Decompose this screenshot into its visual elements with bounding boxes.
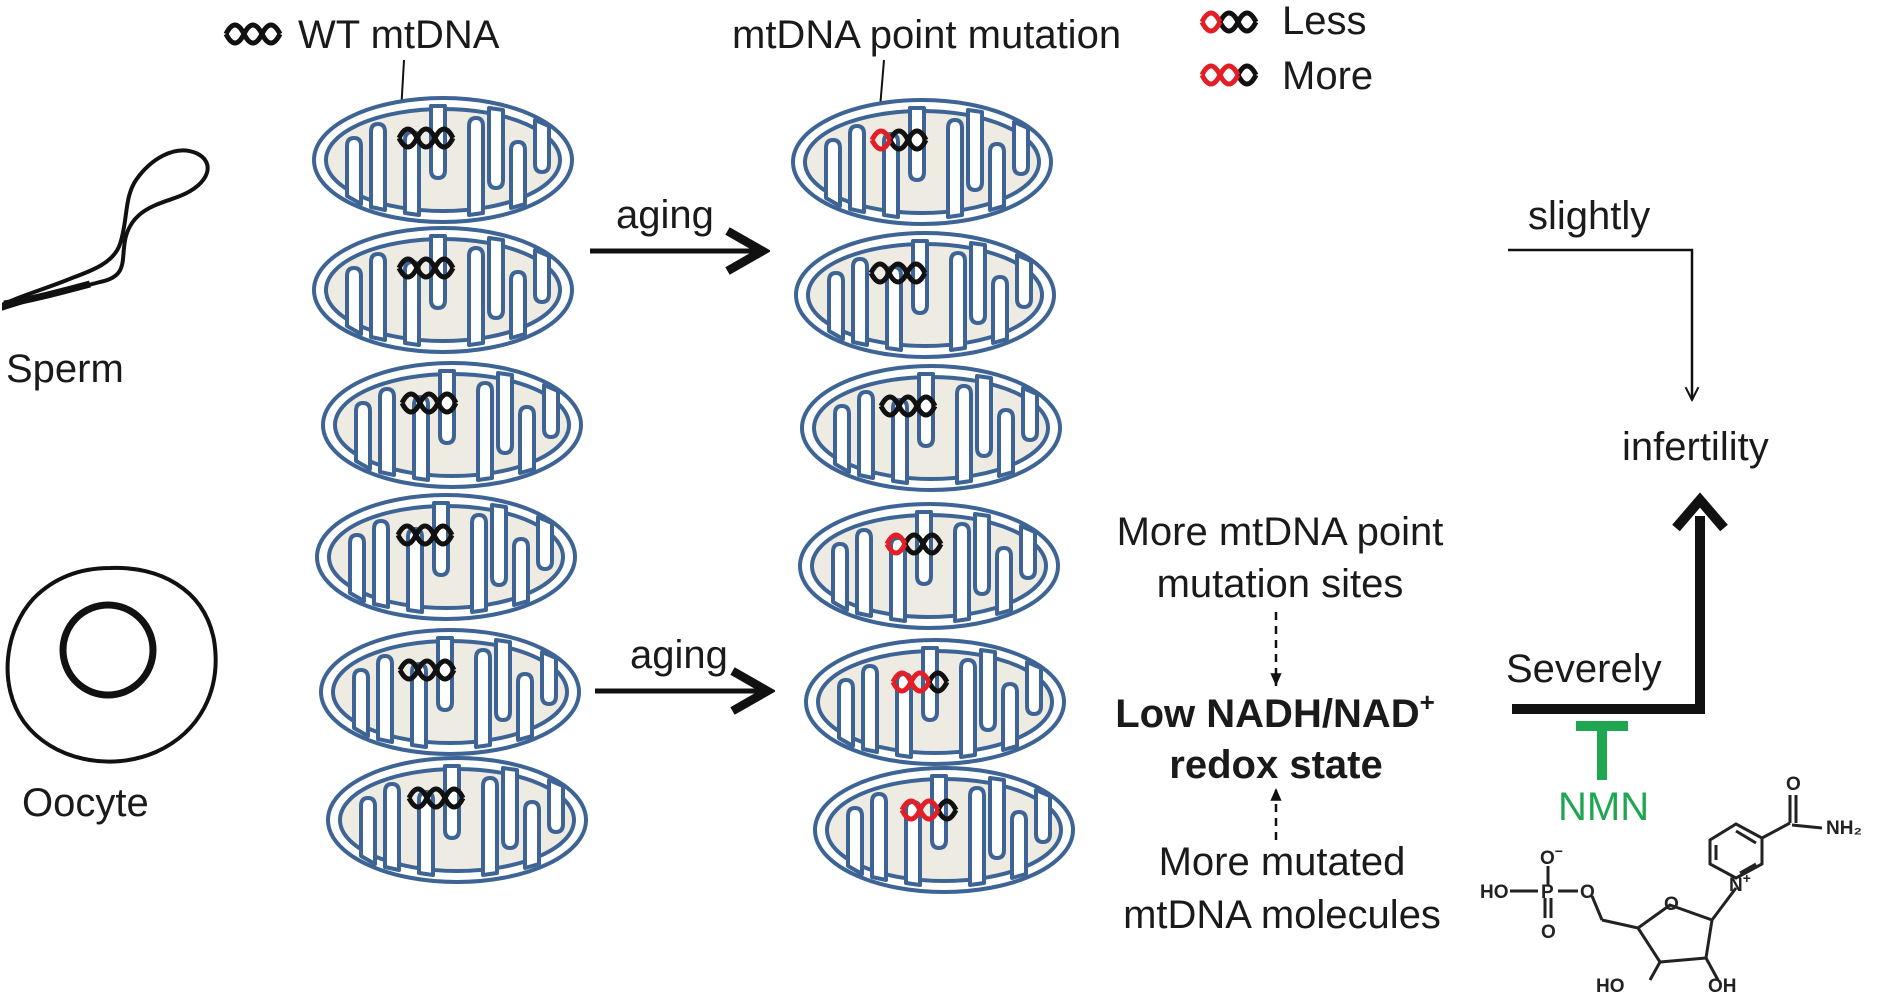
chem-ho: HO (1480, 882, 1509, 903)
less-mutated-helix-icon (1202, 13, 1256, 31)
mitochondrion (804, 638, 1066, 766)
chem-o-bridge: O (1580, 882, 1595, 903)
mitochondrion (312, 96, 574, 224)
mechanism-sites-line1: More mtDNA point (1117, 510, 1444, 554)
chem-o-minus: O− (1540, 843, 1563, 869)
infertility-label: infertility (1622, 425, 1769, 469)
redox-line1: Low NADH/NAD+ (1115, 687, 1435, 736)
mitochondrion (791, 98, 1053, 226)
mitochondrion (798, 502, 1060, 630)
more-mutated-helix-icon (1202, 66, 1256, 84)
legend-wt-label: WT mtDNA (298, 13, 500, 57)
legend-wt: WT mtDNA (226, 13, 500, 57)
nmn-label: NMN (1558, 785, 1649, 829)
chem-ring-o: O (1664, 894, 1679, 915)
mitochondrion (312, 226, 574, 354)
chem-ho-left: HO (1596, 976, 1625, 997)
wt-helix-icon (226, 25, 280, 43)
nmn-inhibition-bar (1576, 721, 1628, 780)
mechanism-molecules-line2: mtDNA molecules (1123, 893, 1441, 937)
severely-arrow-head (1672, 492, 1728, 532)
aged-oocyte-mitochondria (798, 502, 1075, 894)
legend-more: More (1202, 54, 1373, 98)
severely-label: Severely (1506, 647, 1662, 691)
slightly-label: slightly (1528, 194, 1650, 238)
mitochondrion (794, 231, 1056, 359)
mitochondrion (800, 364, 1062, 492)
chem-p: P (1541, 882, 1554, 903)
young-oocyte-mitochondria (315, 493, 588, 884)
sperm-label: Sperm (6, 347, 124, 391)
mechanism-sites-line2: mutation sites (1157, 562, 1404, 606)
aging-label-sperm: aging (616, 193, 714, 237)
slightly-arrow (1508, 248, 1692, 400)
aged-sperm-mitochondria (791, 98, 1062, 492)
chem-n-plus: N+ (1729, 870, 1751, 896)
legend-less-label: Less (1282, 0, 1367, 43)
mechanism-molecules-line1: More mutated (1159, 840, 1406, 884)
chem-o-bottom: O (1541, 922, 1556, 943)
severely-arrow-shaft (1512, 516, 1705, 714)
nmn-structure (1510, 795, 1823, 981)
chem-carbonyl-o: O (1786, 774, 1801, 795)
mitochondrion (321, 361, 583, 489)
nmn-structure-labels: O− HO P O O O N+ O NH₂ HO OH (1480, 774, 1862, 997)
mitochondrion (315, 493, 577, 621)
young-sperm-mitochondria (312, 96, 583, 489)
mitochondrion (319, 628, 581, 756)
mitochondrion (813, 766, 1075, 894)
oocyte-label: Oocyte (22, 781, 149, 825)
sperm-icon (1, 148, 210, 311)
oocyte-icon (5, 565, 218, 764)
legend-more-label: More (1282, 54, 1373, 98)
chem-oh-right: OH (1708, 976, 1737, 997)
legend-less: Less (1202, 0, 1367, 43)
redox-line2: redox state (1169, 743, 1382, 787)
mitochondrion (326, 756, 588, 884)
aging-label-oocyte: aging (630, 633, 728, 677)
legend-mutation-label: mtDNA point mutation (732, 13, 1121, 57)
chem-nh2: NH₂ (1826, 818, 1862, 839)
